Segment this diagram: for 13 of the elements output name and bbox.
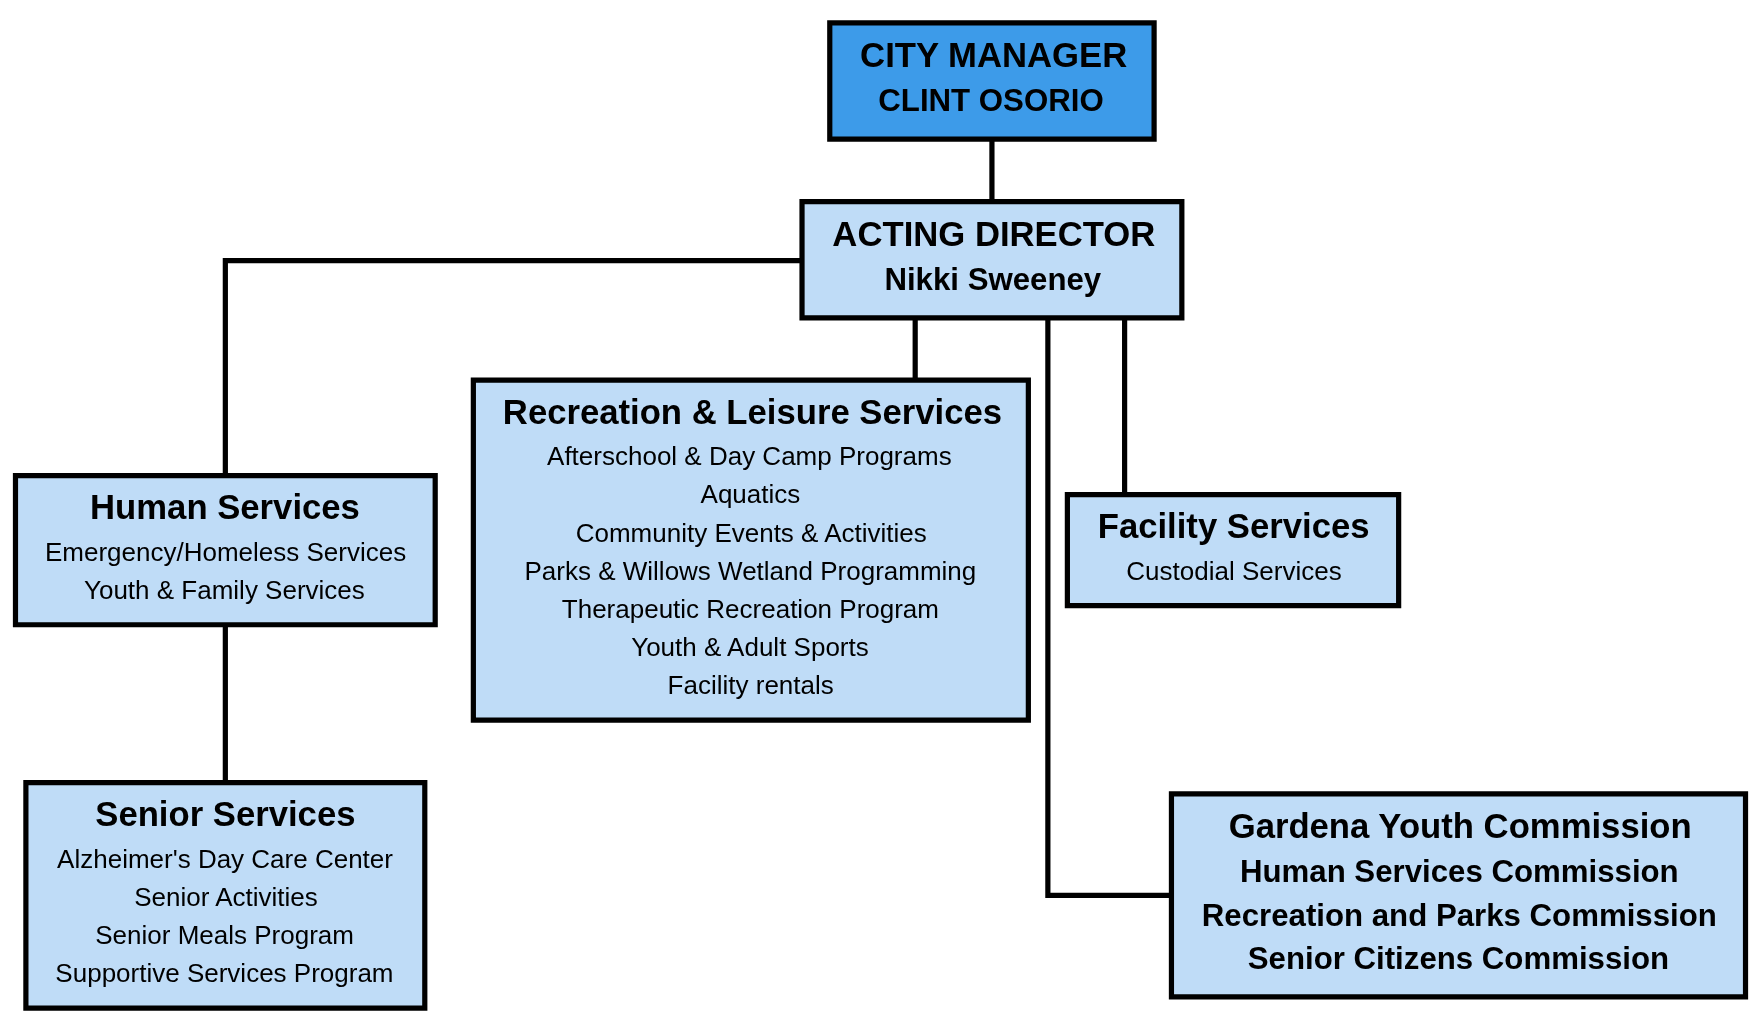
connector — [222, 624, 228, 782]
connector — [1045, 317, 1172, 898]
node-box: CITY MANAGER CLINT OSORIO — [827, 19, 1157, 142]
node-box: ACTING DIRECTOR Nikki Sweeney — [799, 198, 1185, 320]
node-box: Facility Services Custodial Services — [1064, 491, 1402, 608]
node-box: Recreation & Leisure Services Afterschool & Day Camp Programs Aquatics Community Events & Activities Parks & Willows Wetland Programming Therapeutic Recreation Program Youth & Adult Sports Facility rentals — [470, 377, 1031, 723]
node-box: Human Services Emergency/Homeless Services Youth & Family Services — [12, 472, 438, 627]
connector — [1122, 317, 1128, 494]
connector — [912, 317, 918, 380]
node-box: Gardena Youth Commission Human Services Commission Recreation and Parks Commission Senior Citizens Commission — [1168, 790, 1749, 999]
connector — [989, 139, 995, 201]
connector — [222, 257, 802, 476]
node-box: Senior Services Alzheimer's Day Care Center Senior Activities Senior Meals Program Supportive Services Program — [23, 779, 428, 1011]
